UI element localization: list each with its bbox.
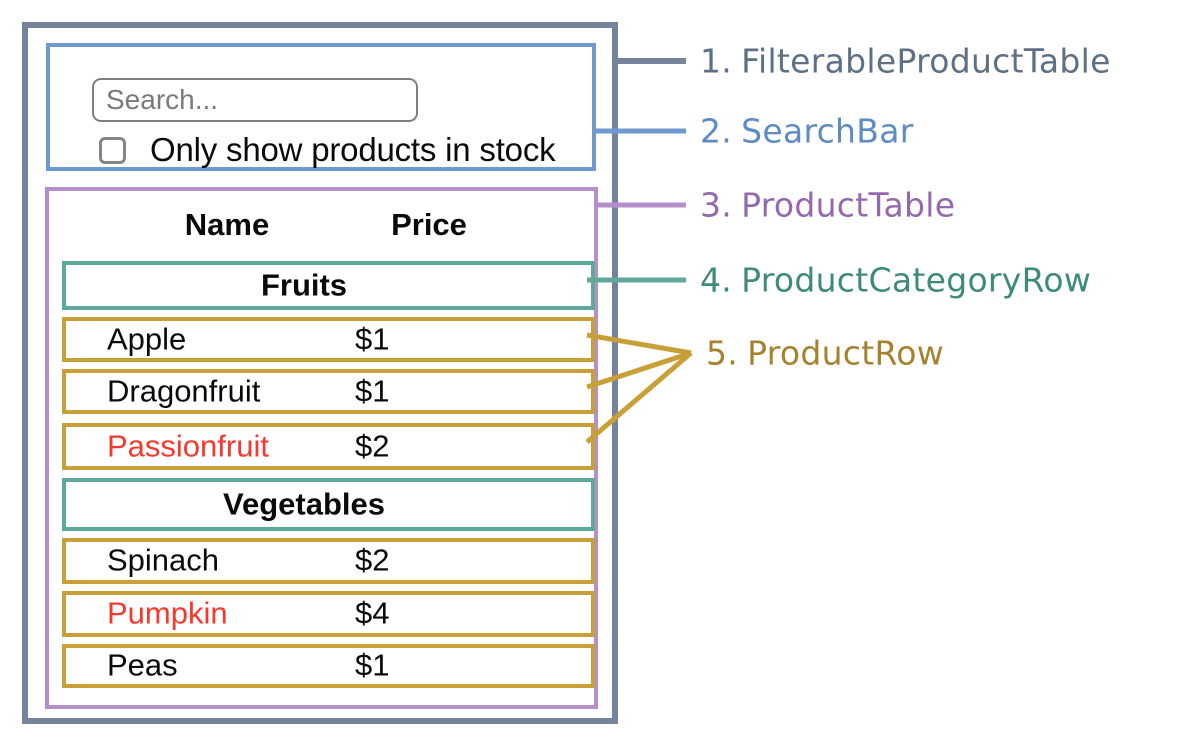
product-price: $4 bbox=[355, 595, 390, 631]
search-bar-box: Only show products in stock bbox=[46, 43, 596, 171]
product-row-spinach: Spinach $2 bbox=[62, 538, 595, 584]
product-name: Peas bbox=[107, 647, 178, 683]
legend-component-name: SearchBar bbox=[741, 111, 914, 151]
legend-component-name: ProductTable bbox=[741, 185, 956, 225]
product-name: Dragonfruit bbox=[107, 372, 261, 408]
product-name: Apple bbox=[107, 320, 187, 356]
product-row-dragonfruit: Dragonfruit $1 bbox=[62, 369, 595, 414]
product-price: $1 bbox=[355, 320, 390, 356]
category-label: Fruits bbox=[260, 266, 348, 302]
column-header-name: Name bbox=[184, 207, 270, 242]
category-row-vegetables: Vegetables bbox=[62, 478, 595, 531]
product-row-peas: Peas $1 bbox=[62, 644, 595, 688]
product-name-out-of-stock: Pumpkin bbox=[107, 595, 228, 631]
legend-item-filterable-product-table: 1.FilterableProductTable bbox=[700, 42, 1111, 81]
product-row-pumpkin: Pumpkin $4 bbox=[62, 591, 595, 637]
filterable-product-table-box: Only show products in stock Name Price F… bbox=[22, 22, 618, 724]
legend-number: 1. bbox=[700, 41, 733, 81]
product-price: $1 bbox=[355, 372, 390, 408]
legend-number: 4. bbox=[700, 260, 733, 300]
legend-item-product-table: 3.ProductTable bbox=[700, 186, 955, 225]
legend-item-product-category-row: 4.ProductCategoryRow bbox=[700, 261, 1091, 300]
category-row-fruits: Fruits bbox=[62, 261, 595, 310]
legend-number: 2. bbox=[700, 111, 733, 151]
product-row-passionfruit: Passionfruit $2 bbox=[62, 423, 595, 470]
stock-filter-label: Only show products in stock bbox=[150, 131, 556, 169]
product-name-out-of-stock: Passionfruit bbox=[107, 427, 269, 463]
product-row-apple: Apple $1 bbox=[62, 317, 595, 362]
legend-number: 3. bbox=[700, 185, 733, 225]
legend-item-search-bar: 2.SearchBar bbox=[700, 112, 914, 151]
product-table-box: Name Price Fruits Apple $1 Dragonfruit $… bbox=[45, 187, 598, 709]
legend-component-name: FilterableProductTable bbox=[741, 41, 1111, 81]
legend-item-product-row: 5.ProductRow bbox=[706, 334, 944, 373]
stock-filter-checkbox[interactable] bbox=[99, 137, 126, 164]
search-input[interactable] bbox=[92, 78, 418, 122]
legend-component-name: ProductRow bbox=[747, 333, 945, 373]
product-name: Spinach bbox=[107, 542, 220, 578]
legend-number: 5. bbox=[706, 333, 739, 373]
category-label: Vegetables bbox=[223, 485, 385, 521]
column-header-price: Price bbox=[391, 207, 467, 242]
product-price: $2 bbox=[355, 427, 390, 463]
product-price: $2 bbox=[355, 542, 390, 578]
legend-component-name: ProductCategoryRow bbox=[741, 260, 1092, 300]
product-price: $1 bbox=[355, 647, 390, 683]
